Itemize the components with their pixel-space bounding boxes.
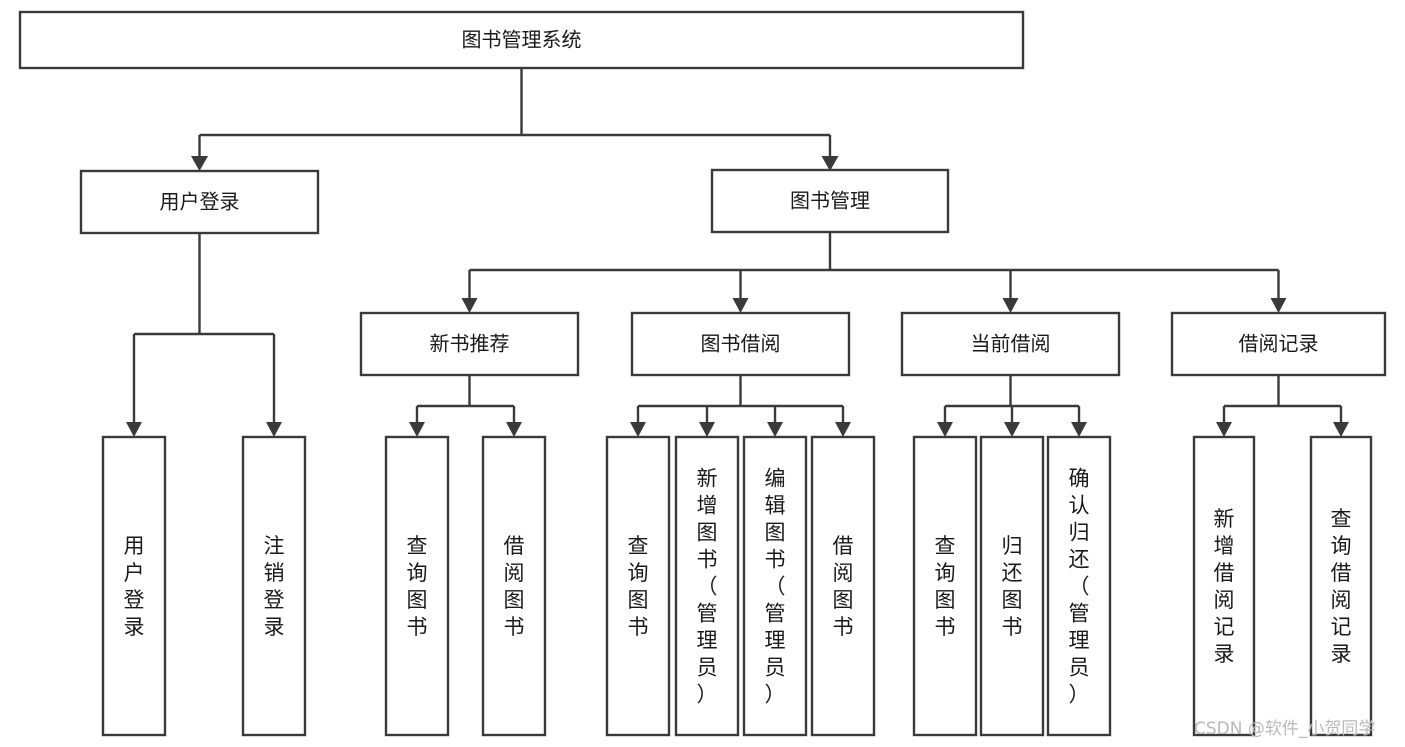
leaf-node-bookborrow-query-label: 查询图书 [628, 534, 649, 639]
node-borrow-record[interactable]: 借阅记录 [1170, 311, 1387, 377]
arrow-head-borrowrecord-leaf-2 [1333, 422, 1349, 437]
leaf-node-bookborrow-add[interactable]: 新增图书（管理员） [674, 435, 740, 737]
node-new-book-recommend-label: 新书推荐 [430, 332, 510, 356]
leaf-node-bookborrow-query-box [605, 435, 671, 737]
node-book-borrow-box [630, 311, 851, 377]
leaf-node-currentborrow-query-label: 查询图书 [935, 534, 956, 639]
arrow-head-currentborrow-leaf-2 [1004, 422, 1020, 437]
node-new-book-recommend[interactable]: 新书推荐 [359, 311, 580, 377]
leaf-node-newbook-borrow-box [481, 435, 547, 737]
node-root-system-box [18, 10, 1025, 70]
arrow-head-new-book-recommend [461, 298, 478, 313]
node-user-login[interactable]: 用户登录 [79, 169, 320, 235]
leaf-node-currentborrow-return[interactable]: 归还图书 [979, 435, 1045, 737]
leaf-node-user-login-logout-box [241, 435, 307, 737]
arrow-head-bookborrow-leaf-4 [835, 422, 851, 437]
leaf-node-currentborrow-confirm-label: 确认归还（管理员） [1069, 467, 1090, 707]
arrow-head-currentborrow-leaf-1 [937, 422, 953, 437]
leaf-node-borrowrecord-query-label: 查询借阅记录 [1331, 507, 1352, 666]
arrow-head-currentborrow-leaf-3 [1071, 422, 1087, 437]
node-current-borrow-label: 当前借阅 [971, 332, 1051, 356]
leaf-node-bookborrow-query[interactable]: 查询图书 [605, 435, 671, 737]
node-current-borrow-box [900, 311, 1121, 377]
leaf-node-borrowrecord-add[interactable]: 新增借阅记录 [1192, 435, 1256, 737]
leaf-node-currentborrow-query-box [912, 435, 978, 737]
node-borrow-record-box [1170, 311, 1387, 377]
arrow-head-bookborrow-leaf-1 [630, 422, 646, 437]
arrow-head-borrow-record [1270, 298, 1287, 313]
arrow-head-user-login [191, 156, 208, 171]
leaf-node-bookborrow-edit-label: 编辑图书（管理员） [765, 467, 786, 707]
arrow-head-leaf-logout [266, 422, 282, 437]
leaf-node-currentborrow-confirm[interactable]: 确认归还（管理员） [1046, 435, 1112, 737]
node-book-borrow-label: 图书借阅 [701, 332, 781, 356]
leaf-node-borrowrecord-add-box [1192, 435, 1256, 737]
node-current-borrow[interactable]: 当前借阅 [900, 311, 1121, 377]
leaf-node-borrowrecord-query-box [1309, 435, 1373, 737]
leaf-node-newbook-query-box [384, 435, 450, 737]
leaf-node-currentborrow-confirm-box [1046, 435, 1112, 737]
leaf-node-bookborrow-edit[interactable]: 编辑图书（管理员） [742, 435, 808, 737]
arrow-head-borrowrecord-leaf-1 [1216, 422, 1232, 437]
leaf-node-borrowrecord-query[interactable]: 查询借阅记录 [1309, 435, 1373, 737]
node-borrow-record-label: 借阅记录 [1239, 332, 1319, 356]
node-book-manage[interactable]: 图书管理 [710, 168, 950, 234]
arrow-head-bookborrow-leaf-3 [767, 422, 783, 437]
node-user-login-label: 用户登录 [160, 190, 240, 214]
node-root-system-label: 图书管理系统 [462, 28, 582, 52]
leaf-node-newbook-borrow[interactable]: 借阅图书 [481, 435, 547, 737]
leaf-node-newbook-query[interactable]: 查询图书 [384, 435, 450, 737]
arrow-head-newbook-leaf-2 [506, 422, 522, 437]
node-book-manage-box [710, 168, 950, 234]
leaf-node-borrowrecord-add-label: 新增借阅记录 [1214, 507, 1235, 666]
leaf-node-bookborrow-borrow[interactable]: 借阅图书 [810, 435, 876, 737]
leaf-node-currentborrow-query[interactable]: 查询图书 [912, 435, 978, 737]
node-root-system[interactable]: 图书管理系统 [18, 10, 1025, 70]
leaf-node-currentborrow-return-box [979, 435, 1045, 737]
node-new-book-recommend-box [359, 311, 580, 377]
node-book-manage-label: 图书管理 [790, 189, 870, 213]
leaf-node-bookborrow-borrow-label: 借阅图书 [833, 534, 854, 639]
leaf-node-bookborrow-borrow-box [810, 435, 876, 737]
leaf-node-user-login-login-box [101, 435, 167, 737]
leaf-node-bookborrow-add-box [674, 435, 740, 737]
arrow-head-leaf-user-login [126, 422, 142, 437]
leaf-node-bookborrow-edit-box [742, 435, 808, 737]
node-user-login-box [79, 169, 320, 235]
leaf-node-user-login-logout[interactable]: 注销登录 [241, 435, 307, 737]
leaf-node-newbook-query-label: 查询图书 [407, 534, 428, 639]
arrow-head-newbook-leaf-1 [409, 422, 425, 437]
leaf-node-bookborrow-add-label: 新增图书（管理员） [697, 467, 718, 707]
watermark-label: CSDN @软件_小贺同学 [1194, 719, 1375, 739]
leaf-node-user-login-login[interactable]: 用户登录 [101, 435, 167, 737]
node-book-borrow[interactable]: 图书借阅 [630, 311, 851, 377]
leaf-node-newbook-borrow-label: 借阅图书 [504, 534, 525, 639]
connector-layer [126, 68, 1349, 437]
arrow-head-current-borrow [1002, 298, 1019, 313]
arrow-head-bookborrow-leaf-2 [699, 422, 715, 437]
leaf-node-user-login-logout-label: 注销登录 [264, 534, 285, 639]
leaf-node-user-login-login-label: 用户登录 [124, 534, 145, 639]
arrow-head-book-borrow [732, 298, 749, 313]
arrow-head-book-manage [821, 156, 839, 171]
leaf-node-currentborrow-return-label: 归还图书 [1002, 534, 1023, 639]
